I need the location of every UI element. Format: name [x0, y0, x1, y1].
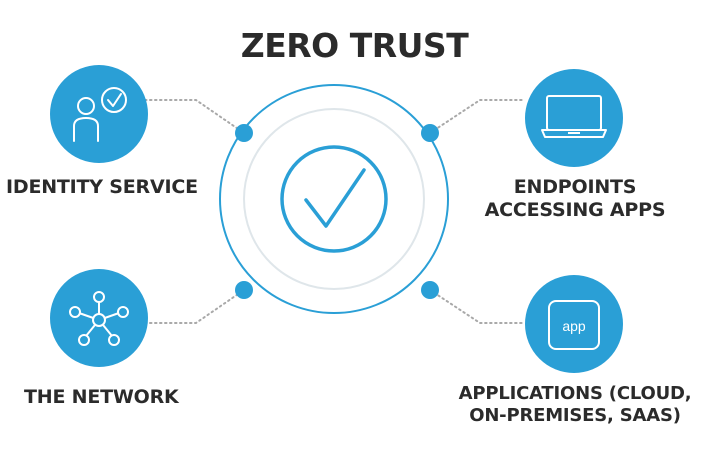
applications-label-line2: ON-PREMISES, SAAS) — [469, 404, 681, 426]
identity-node — [50, 65, 148, 163]
person-check-icon — [73, 87, 127, 142]
endpoints-label-line1: ENDPOINTS — [513, 176, 637, 198]
endpoints-label-line2: ACCESSING APPS — [484, 198, 666, 221]
connector-lines — [139, 99, 525, 324]
inner-ring — [243, 108, 425, 290]
endpoints-node — [525, 69, 623, 167]
laptop-icon — [541, 95, 607, 138]
outer-ring — [219, 84, 449, 314]
ring-dot-identity — [235, 124, 253, 142]
applications-node: app — [525, 275, 623, 373]
network-hub-icon — [69, 291, 129, 346]
network-label: THE NETWORK — [24, 386, 179, 408]
applications-label: APPLICATIONS (CLOUD, ON-PREMISES, SAAS) — [455, 383, 695, 426]
checkmark-icon — [280, 145, 388, 253]
connector-identity — [139, 99, 245, 134]
ring-dot-applications — [421, 281, 439, 299]
diagram-title: ZERO TRUST — [240, 26, 469, 65]
network-node — [50, 269, 148, 367]
app-box-icon: app — [548, 300, 600, 350]
connector-network — [139, 289, 245, 324]
endpoints-label: ENDPOINTS ACCESSING APPS — [482, 176, 668, 222]
ring-dot-network — [235, 281, 253, 299]
applications-label-line1: APPLICATIONS (CLOUD, — [458, 383, 692, 404]
identity-label: IDENTITY SERVICE — [6, 176, 198, 198]
ring-dot-endpoints — [421, 124, 439, 142]
connector-applications — [429, 289, 525, 324]
connector-endpoints — [429, 99, 525, 134]
app-icon-text: app — [562, 318, 586, 334]
